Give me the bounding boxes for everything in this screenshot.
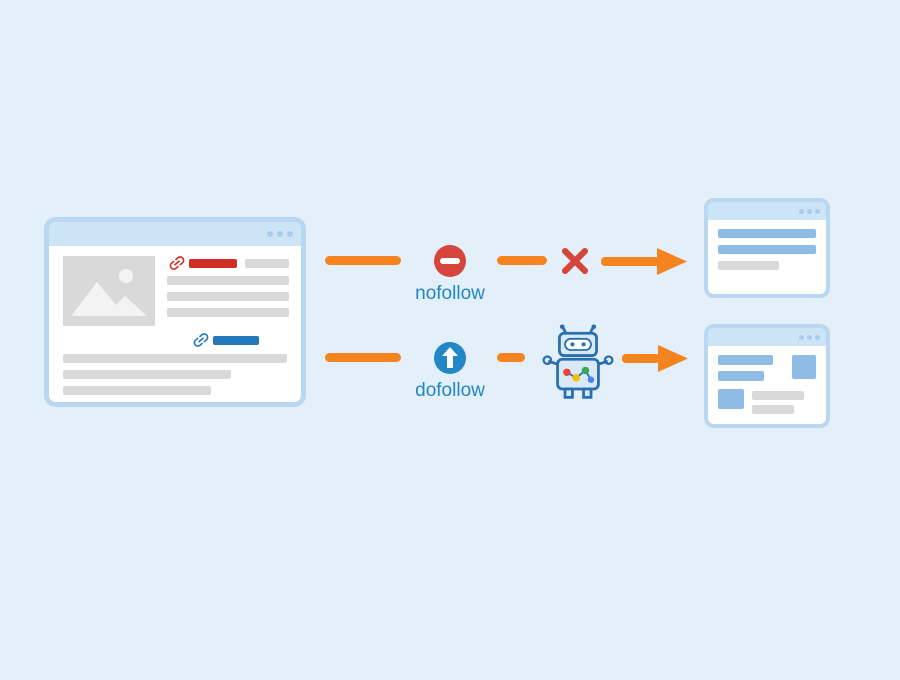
chain-link-icon — [193, 333, 209, 347]
window-dot — [277, 231, 283, 237]
window-titlebar — [708, 202, 826, 220]
dofollow-link — [191, 333, 287, 347]
text-line — [245, 258, 289, 268]
content-block — [718, 389, 744, 409]
window-dot — [287, 231, 293, 237]
image-icon — [63, 256, 155, 326]
window-dot — [267, 231, 273, 237]
window-body — [49, 246, 301, 402]
googlebot-icon — [542, 324, 614, 399]
window-titlebar — [49, 222, 301, 246]
arrow-icon — [622, 345, 688, 372]
window-dot — [815, 208, 820, 214]
nofollow-label: nofollow — [415, 283, 485, 304]
chain-link-icon — [169, 256, 185, 270]
target-website-dofollow — [704, 324, 830, 428]
window-dot — [807, 334, 812, 340]
text-line — [718, 261, 779, 270]
dofollow-link-bar — [213, 335, 259, 345]
nofollow-link-bar — [189, 258, 237, 268]
image-placeholder — [63, 256, 155, 326]
flow-dash — [497, 353, 525, 362]
window-dot — [799, 208, 804, 214]
window-dot — [807, 208, 812, 214]
window-body — [708, 220, 826, 279]
window-dot — [815, 334, 820, 340]
text-line — [718, 355, 773, 365]
content-block — [792, 355, 816, 379]
arrow-icon — [601, 248, 687, 275]
window-titlebar — [708, 328, 826, 346]
window-body — [718, 355, 816, 417]
text-line — [63, 386, 211, 395]
flow-dash — [325, 256, 401, 265]
up-arrow-icon — [434, 342, 466, 374]
text-line — [718, 245, 816, 254]
text-line — [63, 354, 287, 363]
no-entry-icon — [434, 245, 466, 277]
text-line — [167, 292, 289, 301]
target-website-nofollow — [704, 198, 830, 298]
text-line — [167, 308, 289, 317]
window-dot — [799, 334, 804, 340]
text-line — [752, 391, 804, 400]
flow-dash — [497, 256, 547, 265]
cross-icon — [561, 247, 589, 275]
text-line — [718, 229, 816, 238]
text-line — [167, 276, 289, 285]
nofollow-link — [167, 256, 289, 270]
text-line — [63, 370, 231, 379]
text-line — [752, 405, 794, 414]
dofollow-label: dofollow — [415, 380, 485, 401]
source-website-window — [44, 217, 306, 407]
flow-dash — [325, 353, 401, 362]
text-line — [718, 371, 764, 381]
